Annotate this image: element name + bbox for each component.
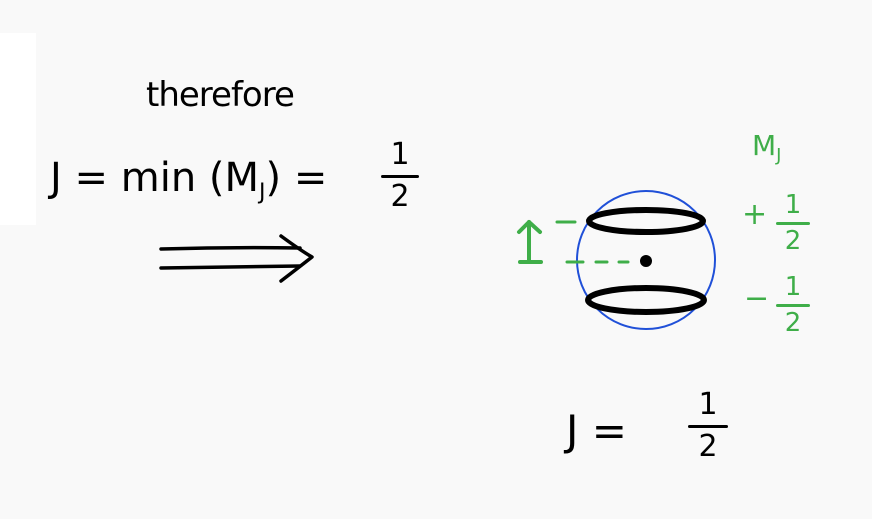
implies-arrow-top-line	[159, 245, 302, 251]
implies-arrow	[159, 234, 314, 283]
minus-fraction-numerator: 1	[784, 272, 802, 302]
minus-sign: −	[744, 281, 770, 316]
plus-fraction-numerator: 1	[784, 190, 802, 220]
result-fraction-bar	[688, 425, 728, 428]
fraction-numerator: 1	[390, 137, 410, 172]
green-guide-dashes	[555, 220, 630, 264]
minus-one-half-fraction: 1 2	[776, 274, 810, 336]
plus-fraction-bar	[776, 222, 810, 225]
green-up-arrow	[517, 220, 543, 264]
result-fraction-denominator: 2	[698, 428, 718, 464]
result-fraction-numerator: 1	[698, 387, 718, 422]
implies-arrow-head	[279, 234, 314, 283]
upper-ring	[586, 207, 706, 235]
mj-label: MJ	[752, 129, 781, 165]
result-j-equals: J =	[566, 406, 627, 455]
equation-fraction-one-half: 1 2	[381, 140, 419, 212]
implies-arrow-bottom-line	[159, 264, 302, 270]
plus-fraction-denominator: 2	[784, 225, 802, 256]
fraction-denominator: 2	[390, 178, 410, 214]
equation-j-min-mj: J = min (MJ) =	[50, 155, 328, 204]
white-panel	[0, 33, 36, 225]
mj-label-text: M	[752, 129, 777, 162]
minus-fraction-bar	[776, 304, 810, 307]
lower-ring	[585, 285, 707, 315]
fraction-bar	[381, 175, 419, 178]
equation-close-text: ) =	[265, 155, 328, 201]
therefore-heading: therefore	[146, 75, 295, 115]
plus-sign: +	[742, 197, 768, 232]
plus-one-half-fraction: 1 2	[776, 192, 810, 254]
result-fraction-one-half: 1 2	[688, 390, 728, 462]
minus-fraction-denominator: 2	[784, 307, 802, 338]
equation-mj-subscript: J	[259, 180, 266, 205]
center-dot	[640, 255, 652, 267]
sphere-circle	[576, 190, 716, 330]
mj-label-subscript: J	[776, 145, 782, 166]
equation-lhs-text: J = min (M	[50, 155, 260, 201]
